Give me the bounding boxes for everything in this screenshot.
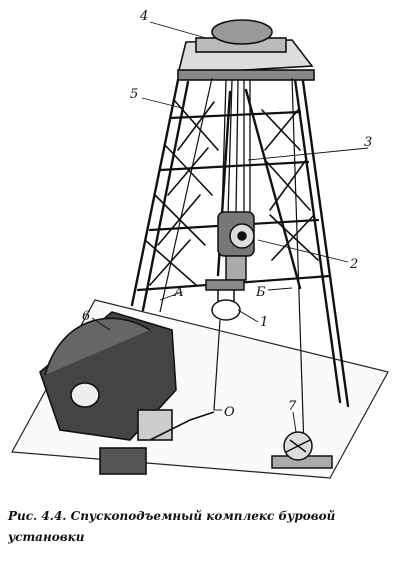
callout-6: 6 [82, 309, 90, 324]
figure-caption: Рис. 4.4. Спускоподъемный комплекс буров… [8, 509, 336, 544]
callout-5: 5 [130, 87, 138, 102]
callout-b: Б [255, 285, 266, 300]
callout-leaders [91, 21, 369, 433]
drawworks [39, 311, 215, 475]
deadline-anchor [271, 431, 333, 469]
hook [205, 279, 245, 321]
drilling-rig-diagram: 1 2 3 4 5 6 7 А Б О [11, 9, 389, 479]
callout-3: 3 [364, 135, 372, 150]
callout-1: 1 [260, 315, 268, 330]
callout-o: О [224, 405, 235, 420]
travelling-block [217, 211, 255, 281]
crown-block [176, 19, 315, 81]
callout-a: А [173, 285, 184, 300]
hoisting-lines [221, 79, 251, 216]
callout-2: 2 [349, 257, 358, 272]
callout-4: 4 [139, 9, 148, 24]
callout-7: 7 [288, 399, 297, 414]
wire-lines [159, 77, 305, 449]
